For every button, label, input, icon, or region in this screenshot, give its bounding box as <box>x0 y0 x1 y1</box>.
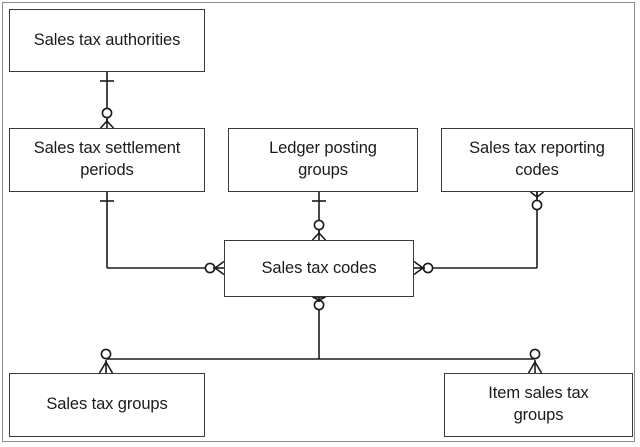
entity-label: Sales tax groups <box>46 395 168 414</box>
entity-label: Sales tax settlement periods <box>33 139 181 179</box>
entity-sales-tax-settlement-periods[interactable]: Sales tax settlement periods <box>9 128 205 192</box>
connector-authorities-to-settlement-periods[interactable] <box>99 72 115 129</box>
entity-sales-tax-codes[interactable]: Sales tax codes <box>224 240 414 297</box>
entity-label: Ledger posting groups <box>269 139 377 179</box>
connector-reporting-codes-to-tax-codes[interactable] <box>413 191 544 276</box>
entity-sales-tax-reporting-codes[interactable]: Sales tax reporting codes <box>441 128 633 192</box>
entity-item-sales-tax-groups[interactable]: Item sales tax groups <box>444 373 633 437</box>
entity-ledger-posting-groups[interactable]: Ledger posting groups <box>228 128 418 192</box>
entity-label: Sales tax codes <box>261 258 377 277</box>
connector-tax-codes-to-group-tables[interactable] <box>98 296 543 374</box>
entity-label: Sales tax reporting codes <box>469 139 605 179</box>
connector-ledger-posting-groups-to-tax-codes[interactable] <box>311 192 327 241</box>
entity-sales-tax-groups[interactable]: Sales tax groups <box>9 373 205 437</box>
connector-settlement-periods-to-tax-codes[interactable] <box>100 192 225 276</box>
entity-label: Sales tax authorities <box>33 30 181 49</box>
entity-sales-tax-authorities[interactable]: Sales tax authorities <box>9 9 205 72</box>
entity-label: Item sales tax groups <box>488 384 589 424</box>
